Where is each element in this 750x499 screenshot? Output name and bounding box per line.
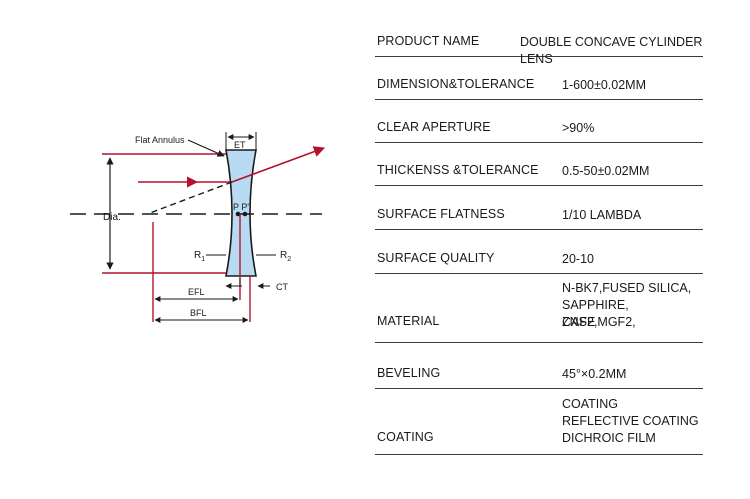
spec-label: MATERIAL <box>377 314 440 328</box>
spec-label: THICKENSS &TOLERANCE <box>377 163 539 177</box>
et-label: ET <box>234 140 246 150</box>
spec-value: DICHROIC FILM <box>562 431 656 445</box>
spec-value: 20-10 <box>562 252 594 266</box>
spec-label: DIMENSION&TOLERANCE <box>377 77 535 91</box>
spec-row-thickness: THICKENSS &TOLERANCE 0.5-50±0.02MM <box>375 143 703 186</box>
spec-label: CLEAR APERTURE <box>377 120 491 134</box>
bfl-label: BFL <box>190 308 207 318</box>
spec-row-dimension: DIMENSION&TOLERANCE 1-600±0.02MM <box>375 57 703 100</box>
spec-row-clear-aperture: CLEAR APERTURE >90% <box>375 100 703 143</box>
efl-label: EFL <box>188 287 205 297</box>
spec-value: N-BK7,FUSED SILICA, <box>562 281 692 295</box>
spec-value: REFLECTIVE COATING <box>562 414 699 428</box>
spec-value: 1-600±0.02MM <box>562 78 646 92</box>
spec-value: 0.5-50±0.02MM <box>562 164 650 178</box>
spec-row-surface-quality: SURFACE QUALITY 20-10 <box>375 230 703 274</box>
spec-value: ZNSE <box>562 315 596 329</box>
spec-value: >90% <box>562 121 595 135</box>
spec-value: DOUBLE CONCAVE CYLINDER LENS <box>520 35 703 66</box>
spec-row-coating: COATING COATING REFLECTIVE COATING DICHR… <box>375 389 703 455</box>
spec-row-surface-flatness: SURFACE FLATNESS 1/10 LAMBDA <box>375 186 703 230</box>
spec-label: PRODUCT NAME <box>377 34 480 48</box>
lens-diagram: Flat Annulus ET Dia. P P" R1 R2 EFL CT B… <box>70 132 326 323</box>
spec-value: SAPPHIRE, CAF2,MGF2, <box>562 298 636 329</box>
spec-row-product-name: PRODUCT NAME DOUBLE CONCAVE CYLINDER LEN… <box>375 22 703 66</box>
outgoing-ray-arrow <box>231 146 326 183</box>
pp-label: P P" <box>233 202 251 212</box>
r2-label: R2 <box>280 250 291 263</box>
principal-point-2 <box>242 211 248 217</box>
spec-row-material: MATERIAL N-BK7,FUSED SILICA, SAPPHIRE, C… <box>375 274 703 343</box>
r1-label: R1 <box>194 250 205 263</box>
lens-shape <box>225 149 257 277</box>
spec-label: COATING <box>377 430 434 444</box>
spec-label: SURFACE FLATNESS <box>377 207 505 221</box>
spec-row-beveling: BEVELING 45°×0.2MM <box>375 343 703 389</box>
spec-value: COATING <box>562 397 619 411</box>
dia-label: Dia. <box>103 212 121 223</box>
ct-label: CT <box>276 282 288 292</box>
principal-point-1 <box>235 211 241 217</box>
spec-value: 45°×0.2MM <box>562 367 627 381</box>
spec-table: PRODUCT NAME DOUBLE CONCAVE CYLINDER LEN… <box>375 22 703 455</box>
spec-value: 1/10 LAMBDA <box>562 208 642 222</box>
spec-label: SURFACE QUALITY <box>377 251 495 265</box>
flat-annulus-label: Flat Annulus <box>135 135 185 145</box>
spec-label: BEVELING <box>377 366 441 380</box>
virtual-ray <box>149 181 233 214</box>
